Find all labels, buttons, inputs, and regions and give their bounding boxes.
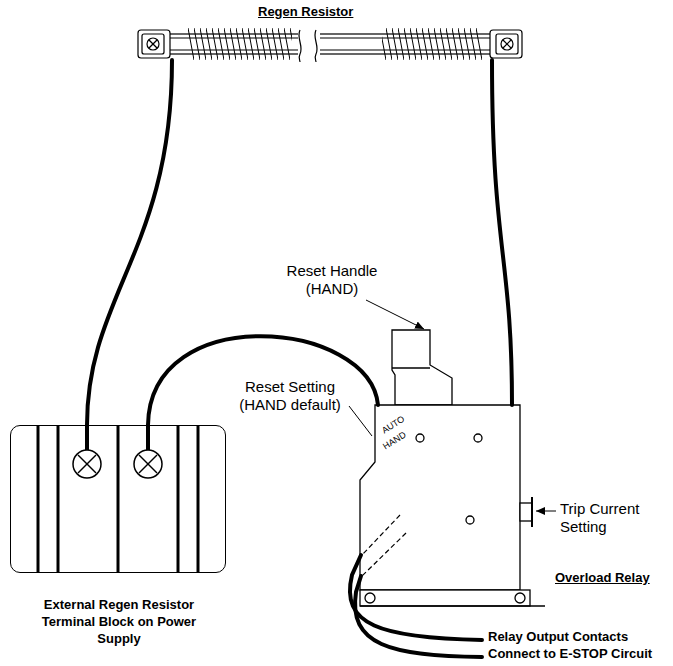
wire: [87, 60, 172, 425]
resistor-symbol: [138, 26, 522, 62]
relay-title: Overload Relay: [555, 570, 650, 586]
resistor-node: Regen Resistor: [138, 4, 522, 62]
callout-label: Relay Output Contacts Connect to E-STOP …: [488, 628, 668, 662]
terminal-block-title: External Regen Resistor Terminal Block o…: [36, 596, 202, 647]
relay-symbol: [360, 330, 545, 606]
leader-lines: [349, 300, 556, 511]
terminal-block-box: External Regen Resistor Terminal Block o…: [10, 425, 226, 573]
terminal-block: [38, 425, 198, 573]
wire: [492, 60, 512, 405]
callout-label: Reset Setting (HAND default): [232, 378, 348, 414]
output-wires: [350, 515, 482, 657]
resistor-title: Regen Resistor: [258, 4, 353, 20]
wire: [148, 336, 378, 425]
callout-label: Reset Handle (HAND): [272, 262, 392, 298]
callout-label: Trip Current Setting: [560, 500, 665, 536]
